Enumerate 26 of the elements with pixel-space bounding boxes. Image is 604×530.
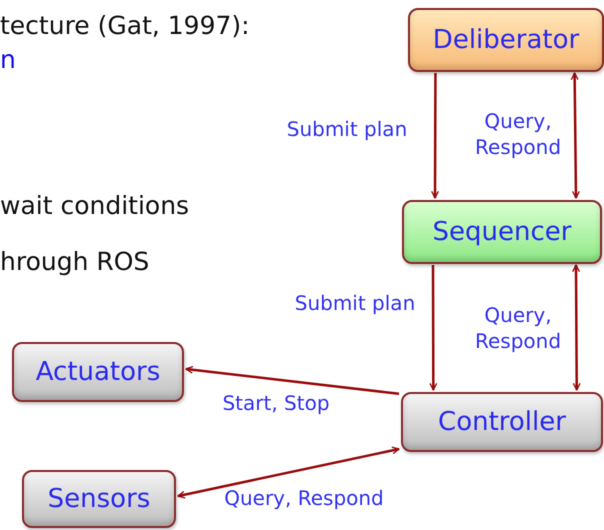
arrow xyxy=(185,366,400,396)
slide-text: tecture (Gat, 1997): xyxy=(0,10,250,42)
arrow xyxy=(429,265,438,391)
arrow xyxy=(572,264,581,391)
arrow xyxy=(177,446,400,499)
box-label: Controller xyxy=(438,406,566,438)
process-box xyxy=(22,470,176,528)
box-label: Actuators xyxy=(36,356,160,388)
box-label: Sensors xyxy=(48,483,150,515)
slide-text: n xyxy=(0,44,16,76)
edge-label: Submit plan xyxy=(294,290,416,316)
slide-text: hrough ROS xyxy=(0,246,150,278)
edge-label: Submit plan xyxy=(286,116,408,142)
process-box xyxy=(408,8,604,72)
arrow xyxy=(570,72,580,199)
process-box xyxy=(402,200,602,264)
box-label: Deliberator xyxy=(432,24,580,56)
edge-label: Start, Stop xyxy=(221,390,331,416)
arrow xyxy=(431,73,440,199)
edge-label: Query, Respond xyxy=(223,485,385,511)
process-box xyxy=(401,392,603,452)
process-box xyxy=(12,342,184,402)
edge-label: Query, Respond xyxy=(474,302,562,354)
edge-label: Query, Respond xyxy=(474,108,562,160)
box-label: Sequencer xyxy=(432,216,572,248)
slide-text: wait conditions xyxy=(0,190,190,222)
